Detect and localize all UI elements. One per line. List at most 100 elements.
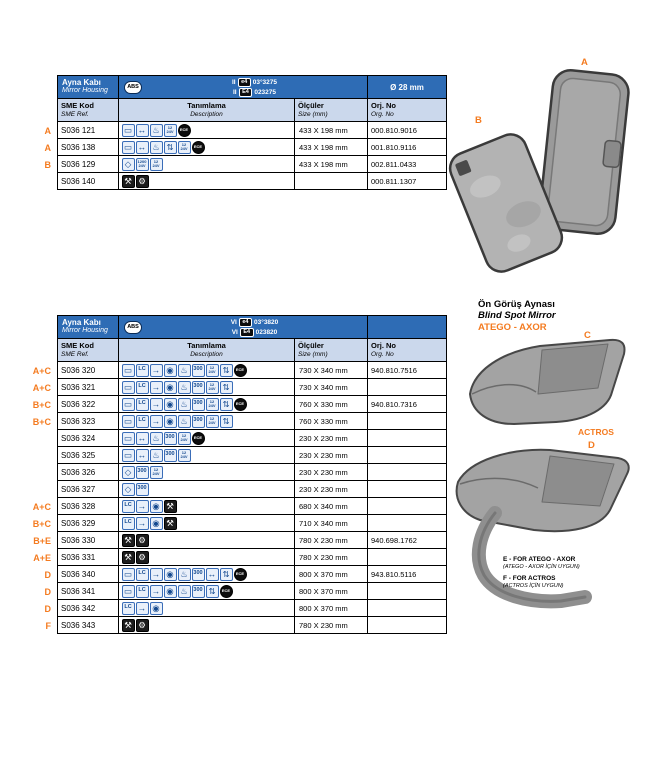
org-no-cell <box>368 413 447 430</box>
E4-approval-badge: E4 <box>239 327 254 337</box>
table2-header: Ayna Kabı Mirror Housing ABS VI e4 03°38… <box>33 315 447 339</box>
beam-icon: ◉ <box>163 380 177 394</box>
size-cell: 230 X 230 mm <box>295 430 368 447</box>
mirror-icon: ▭ <box>121 431 135 445</box>
mirror-icon: ▭ <box>121 363 135 377</box>
size-cell: 760 X 330 mm <box>295 396 368 413</box>
lc-icon: LC <box>135 567 149 581</box>
tools-icon: ⚒ <box>121 550 135 564</box>
lc-icon: LC <box>121 601 135 615</box>
power-adjust-icon: ⇅ <box>219 380 233 394</box>
size-cell: 433 X 198 mm <box>295 156 368 173</box>
mirror-d-label: D <box>588 440 595 451</box>
blind-spot-heading: Ön Görüş Aynası Blind Spot Mirror ATEGO … <box>478 299 556 334</box>
r300-icon: 300 <box>191 567 205 581</box>
mirror-housing-table-1: Ayna Kabı Mirror Housing ABS II e4 03°32… <box>33 75 447 190</box>
r300-icon: 300 <box>135 465 149 479</box>
col-header-size: Ölçüler Size (mm) <box>295 99 368 122</box>
row-variant-label: A+E <box>33 552 51 563</box>
sme-code-cell: S036 129 <box>57 156 119 173</box>
table1-column-headers: SME Kod SME Ref. Tanımlama Description Ö… <box>33 99 447 122</box>
org-no-cell <box>368 464 447 481</box>
mirror-arm-f-image <box>471 506 592 609</box>
arrow-icon: → <box>135 499 149 513</box>
glass-icon: ◇ <box>121 157 135 171</box>
sme-code-cell: S036 328 <box>57 498 119 515</box>
row-variant-label: A <box>44 125 52 136</box>
arrow-icon: → <box>149 584 163 598</box>
heated-icon: ♨ <box>149 140 163 154</box>
mirror-icon: ▭ <box>121 414 135 428</box>
lc-icon: LC <box>135 397 149 411</box>
row-variant-label: A+C <box>32 501 51 512</box>
size-cell: 780 X 230 mm <box>295 532 368 549</box>
heated-icon: ♨ <box>149 123 163 137</box>
row-variant-label: B+C <box>32 518 51 529</box>
cert-line-1: VI e4 03°3820 <box>231 317 279 327</box>
size-cell: 710 X 340 mm <box>295 515 368 532</box>
mirror-icon: ▭ <box>121 584 135 598</box>
lc-icon: LC <box>135 584 149 598</box>
table1-approvals-cell: ABS II e4 03°3275 II E4 023275 <box>119 75 368 99</box>
sme-code-cell: S036 140 <box>57 173 119 190</box>
ece-icon: ECE <box>177 123 191 137</box>
glass-icon: ◇ <box>121 482 135 496</box>
size-cell: 800 X 370 mm <box>295 583 368 600</box>
description-icons-cell: LC→◉ <box>119 600 295 617</box>
cert2-number: 023820 <box>255 328 278 336</box>
arrow-icon: → <box>149 567 163 581</box>
certification-numbers: VI e4 03°3820 VI E4 023820 <box>142 317 367 337</box>
power-adjust-icon: ⇅ <box>205 584 219 598</box>
mirror-b-image <box>448 133 564 273</box>
r300-icon: 300 <box>191 363 205 377</box>
org-no-cell <box>368 379 447 396</box>
org-no-cell: 000.810.9016 <box>368 122 447 139</box>
blind-spot-title-tr: Ön Görüş Aynası <box>478 299 555 310</box>
power-adjust-icon: ⇅ <box>219 414 233 428</box>
size-cell: 730 X 340 mm <box>295 379 368 396</box>
ece-icon: ECE <box>191 431 205 445</box>
tools-icon: ⚒ <box>121 174 135 188</box>
cert1-number: 03°3820 <box>253 318 279 326</box>
cert-line-2: II E4 023275 <box>233 87 277 97</box>
size-cell: 800 X 370 mm <box>295 600 368 617</box>
sme-code-cell: S036 325 <box>57 447 119 464</box>
size-cell: 760 X 330 mm <box>295 413 368 430</box>
r300-icon: 300 <box>191 414 205 428</box>
spare-icon: ⚙ <box>135 618 149 632</box>
description-icons-cell: ⚒⚙ <box>119 532 295 549</box>
cert2-class: VI <box>231 328 238 336</box>
org-no-cell <box>368 583 447 600</box>
col-header-sme-kod: SME Kod SME Ref. <box>57 99 119 122</box>
row-variant-label: D <box>44 569 52 580</box>
tools-icon: ⚒ <box>121 533 135 547</box>
col-header-description: Tanımlama Description <box>119 339 295 362</box>
row-variant-label: B+C <box>32 399 51 410</box>
e4-approval-badge: e4 <box>238 317 252 327</box>
size-cell: 680 X 340 mm <box>295 498 368 515</box>
sme-code-cell: S036 138 <box>57 139 119 156</box>
col-header-description: Tanımlama Description <box>119 99 295 122</box>
mirror-c-label: C <box>584 330 591 341</box>
mirror-c-image <box>469 338 626 425</box>
arrow-icon: → <box>135 516 149 530</box>
cert2-number: 023275 <box>254 88 277 96</box>
power-adjust-icon: ⇅ <box>219 397 233 411</box>
table1-title-en: Mirror Housing <box>62 87 108 94</box>
col-header-org-no: Orj. No Org. No <box>368 99 447 122</box>
E4-approval-badge: E4 <box>238 87 253 97</box>
